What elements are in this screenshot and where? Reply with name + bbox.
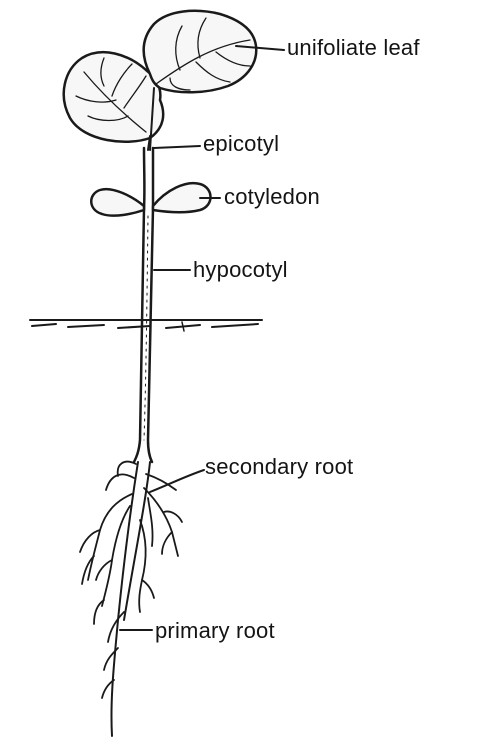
unifoliate-leaves <box>64 11 256 142</box>
cotyledons <box>91 183 210 216</box>
leader-secondary-root <box>150 470 204 492</box>
stem <box>134 148 153 462</box>
leader-epicotyl <box>154 146 200 148</box>
stem-texture <box>144 216 148 440</box>
label-hypocotyl: hypocotyl <box>193 259 288 281</box>
label-primary-root: primary root <box>155 620 275 642</box>
left-cotyledon <box>91 189 144 216</box>
primary-root-line <box>111 462 138 736</box>
label-epicotyl: epicotyl <box>203 133 279 155</box>
label-secondary-root: secondary root <box>205 456 353 478</box>
label-cotyledon: cotyledon <box>224 186 320 208</box>
label-unifoliate-leaf: unifoliate leaf <box>287 37 420 59</box>
